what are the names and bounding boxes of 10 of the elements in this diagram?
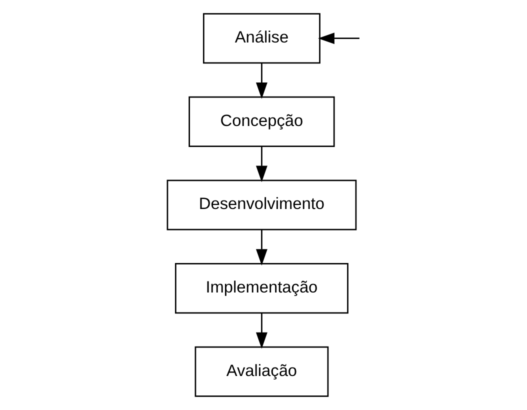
node-box: Concepção: [188, 96, 334, 147]
arrow: [318, 32, 359, 44]
node-box: Análise: [202, 13, 320, 64]
node-box: Avaliação: [194, 346, 328, 397]
arrow: [255, 63, 267, 99]
arrow: [255, 230, 267, 266]
arrow: [255, 146, 267, 182]
node-box: Implementação: [174, 263, 348, 314]
arrow: [255, 313, 267, 349]
node-box: Desenvolvimento: [166, 180, 356, 230]
